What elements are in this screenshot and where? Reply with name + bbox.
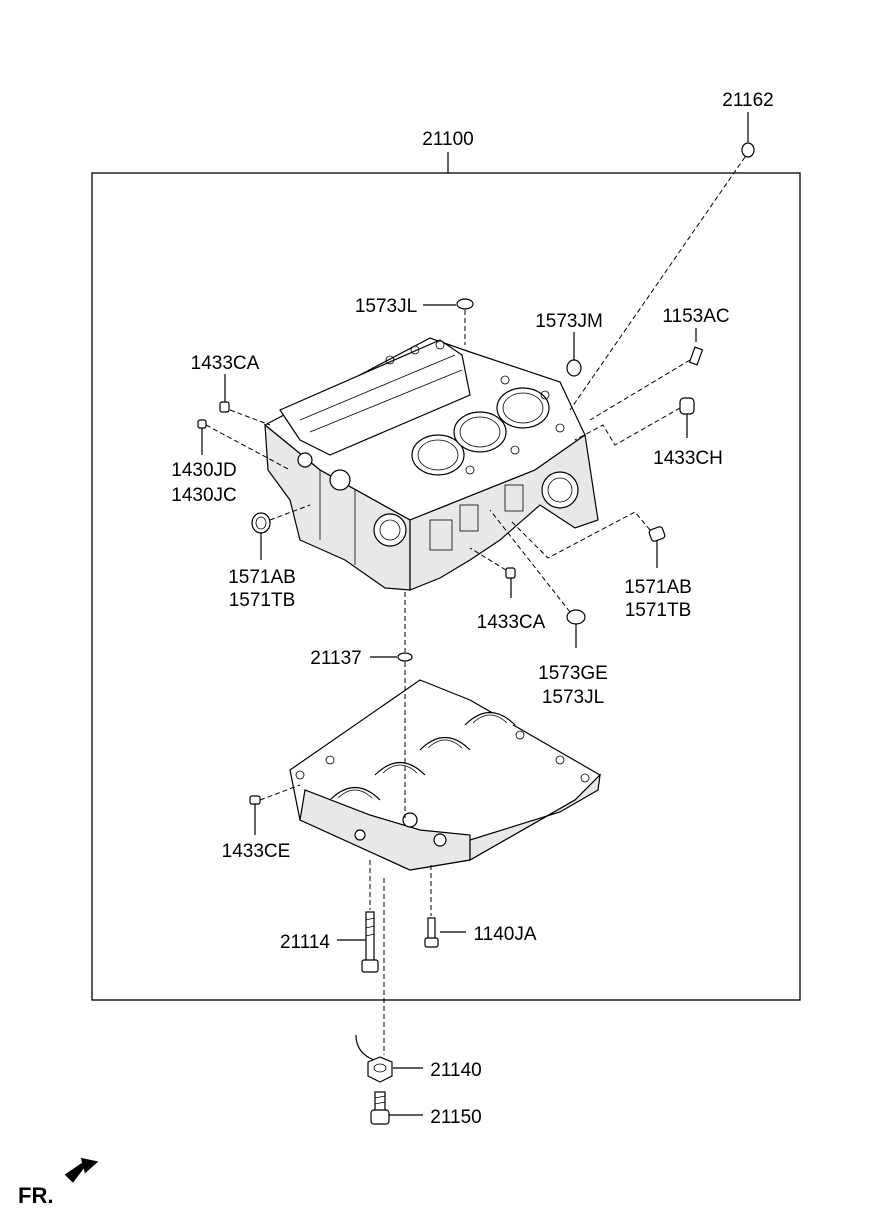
label-1571TB-right: 1571TB [625, 600, 692, 621]
label-21162: 21162 [722, 90, 773, 111]
label-1153AC: 1153AC [662, 306, 729, 327]
label-1430JC: 1430JC [171, 485, 237, 506]
label-21100: 21100 [422, 129, 473, 150]
label-1433CA-left: 1433CA [191, 353, 260, 374]
part-21114-bolt [361, 911, 379, 973]
part-1433CE-pin [249, 795, 261, 805]
label-1571AB-left: 1571AB [228, 567, 296, 588]
label-1571AB-right: 1571AB [624, 577, 692, 598]
part-1571AB-left-plug [251, 512, 271, 534]
part-1573JL-top [456, 298, 474, 310]
part-21137-oring [397, 652, 413, 662]
part-1573JM [566, 359, 582, 377]
label-fr: FR. [18, 1183, 53, 1208]
label-1571TB-left: 1571TB [229, 590, 296, 611]
cylinder-block [263, 337, 599, 591]
part-21140-sensor [355, 1034, 393, 1083]
label-1573GE: 1573GE [538, 663, 608, 684]
part-1433CA-mid-dowel [505, 567, 516, 579]
label-21150: 21150 [430, 1107, 481, 1128]
bedplate [289, 679, 601, 871]
label-21137: 21137 [310, 648, 361, 669]
part-1433CH-dowel [679, 397, 695, 415]
part-1430JD-pin [197, 419, 207, 429]
label-1433CA-mid: 1433CA [477, 612, 546, 633]
part-21162-plug [741, 142, 755, 158]
label-1433CE: 1433CE [222, 841, 291, 862]
part-1433CA-left-dowel [219, 401, 230, 413]
label-1430JD: 1430JD [171, 460, 237, 481]
label-1573JL-top: 1573JL [355, 296, 417, 317]
part-1153AC-stud [688, 346, 704, 366]
label-1573JL-bottom: 1573JL [542, 687, 604, 708]
label-1140JA: 1140JA [473, 924, 536, 945]
part-1571AB-right-plug [648, 526, 666, 542]
label-21140: 21140 [430, 1060, 481, 1081]
part-1140JA-bolt [424, 917, 439, 948]
label-21114: 21114 [280, 932, 330, 953]
label-1573JM: 1573JM [535, 311, 603, 332]
label-1433CH: 1433CH [653, 448, 723, 469]
assembly-frame [91, 172, 801, 1001]
front-direction-arrow-icon [64, 1157, 99, 1183]
part-21150-bolt [370, 1091, 390, 1125]
